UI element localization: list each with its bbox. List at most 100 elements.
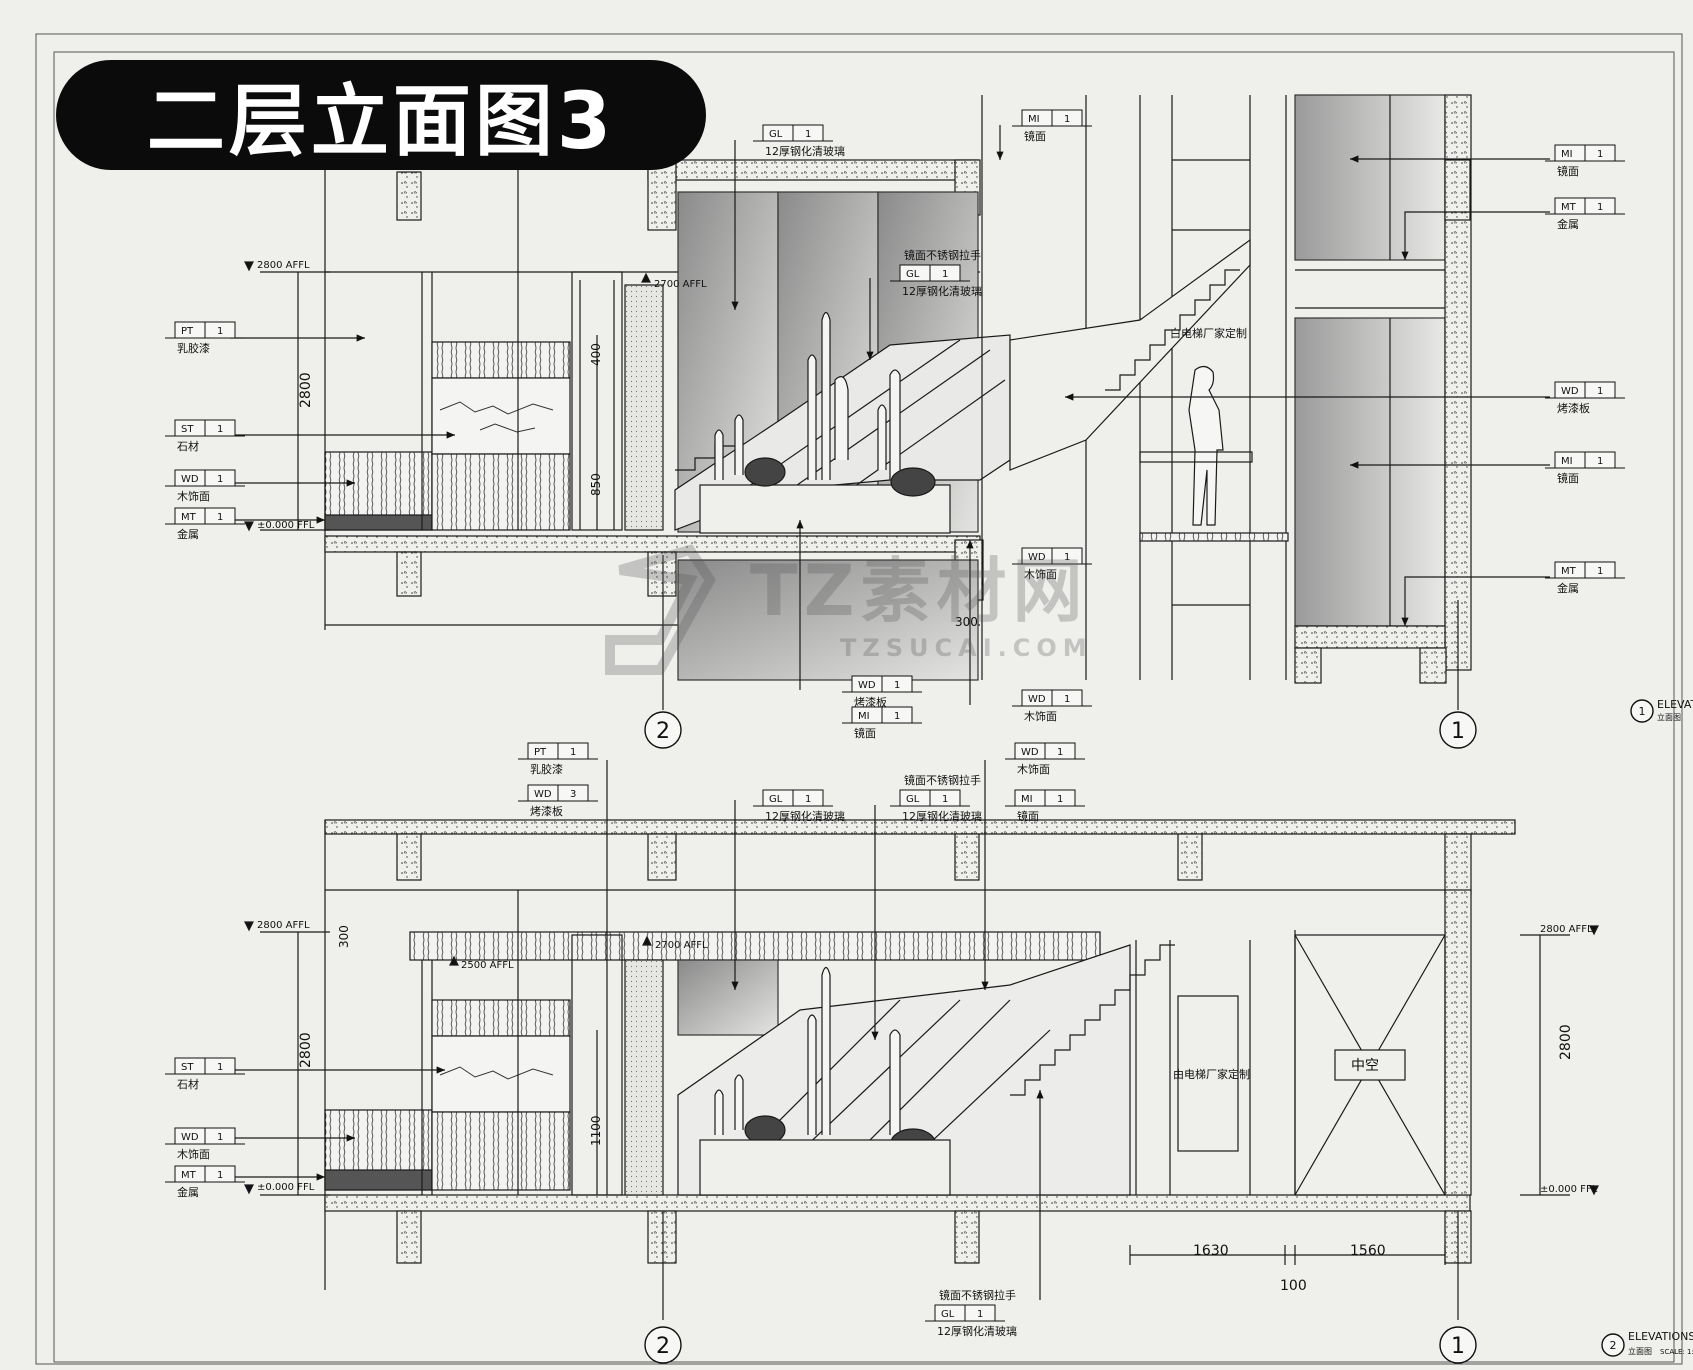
material-tag-code: ST [181, 1062, 194, 1073]
material-tag-num: 1 [894, 711, 900, 722]
material-tag-num: 1 [942, 269, 948, 280]
material-tag-label: 镜面 [1024, 129, 1046, 143]
lower-level-door: 2700 AFFL [655, 940, 708, 951]
material-tag-label: 乳胶漆 [177, 341, 210, 355]
upper-elevator-note: 白电梯厂家定制 [1170, 326, 1247, 340]
material-tag-label: 金属 [177, 1185, 199, 1199]
material-tag-code: WD [858, 680, 876, 691]
material-tag-note: 镜面不锈钢拉手 [904, 248, 981, 262]
grid-bubble-upper-right [1439, 711, 1477, 749]
grid-label-lower-left: 2 [656, 1334, 670, 1359]
lower-dim-1560: 1560 [1350, 1243, 1386, 1259]
material-tag-num: 1 [942, 794, 948, 805]
lower-dim-100: 100 [1280, 1278, 1307, 1294]
material-tag-code: MI [1561, 149, 1573, 160]
material-tag-num: 1 [1057, 747, 1063, 758]
material-tag-num: 1 [805, 794, 811, 805]
material-tag-code: GL [906, 794, 920, 805]
lower-dim-right-height: 2800 [1558, 1024, 1574, 1060]
upper-level-door: 2700 AFFL [654, 279, 707, 290]
upper-level-top: 2800 AFFL [257, 260, 310, 271]
grid-label-upper-left: 2 [656, 719, 670, 744]
material-tag-num: 1 [1064, 694, 1070, 705]
lower-dim-300: 300 [337, 925, 351, 948]
material-tag-num: 1 [1597, 386, 1603, 397]
material-tag: 镜面不锈钢拉手 GL 1 12厚钢化清玻璃 [890, 773, 982, 823]
material-tag-label: 木饰面 [177, 489, 210, 503]
material-tag-num: 3 [570, 789, 576, 800]
grid-label-lower-right: 1 [1451, 1334, 1465, 1359]
lower-elevation [230, 760, 1599, 1320]
material-tag-code: PT [181, 326, 194, 337]
material-tag-code: WD [181, 474, 199, 485]
material-tag-num: 1 [977, 1309, 983, 1320]
caption-bubble-upper [1630, 699, 1654, 723]
material-tag-code: WD [1028, 552, 1046, 563]
material-tag-num: 1 [1597, 149, 1603, 160]
grid-bubble-lower-right [1439, 1326, 1477, 1364]
material-tag-code: ST [181, 424, 194, 435]
material-tag-label: 镜面 [854, 726, 876, 740]
material-tag-num: 1 [217, 326, 223, 337]
material-tag-code: MT [1561, 566, 1577, 577]
lower-level-bottom: ±0.000 FFL [257, 1182, 315, 1193]
material-tag-num: 1 [1064, 552, 1070, 563]
material-tag-num: 1 [1057, 794, 1063, 805]
material-tag-num: 1 [217, 512, 223, 523]
material-tag-num: 1 [217, 1062, 223, 1073]
material-tag-label: 木饰面 [177, 1147, 210, 1161]
material-tag-label: 木饰面 [1024, 567, 1057, 581]
material-tag-num: 1 [1064, 114, 1070, 125]
caption-upper-sub: 立面图 [1657, 712, 1681, 722]
material-tag-code: MI [1028, 114, 1040, 125]
material-tag-label: 镜面 [1557, 164, 1579, 178]
material-tag-label: 12厚钢化清玻璃 [902, 809, 982, 823]
material-tag: WD 1 木饰面 [1012, 547, 1092, 581]
material-tag-label: 烤漆板 [1557, 401, 1590, 415]
material-tag-label: 镜面 [1017, 809, 1039, 823]
material-tag-label: 木饰面 [1024, 709, 1057, 723]
grid-bubble-upper-left [644, 711, 682, 749]
lower-level-right-bottom: ±0.000 FFL [1540, 1184, 1598, 1195]
title-banner: 二层立面图3 [56, 60, 706, 170]
caption-bubble-lower [1601, 1333, 1625, 1357]
grid-bubbles [644, 699, 1654, 1364]
material-tag-num: 1 [1597, 202, 1603, 213]
material-tag-label: 12厚钢化清玻璃 [765, 144, 845, 158]
material-tag-code: MI [1561, 456, 1573, 467]
sheet-frame [35, 33, 1683, 1365]
lower-level-mid: 2500 AFFL [461, 960, 514, 971]
material-tag-code: WD [1021, 747, 1039, 758]
material-tag: PT 1 乳胶漆 [165, 321, 245, 355]
material-tag-code: GL [769, 794, 783, 805]
material-tag-num: 1 [805, 129, 811, 140]
upper-dim-height: 2800 [298, 372, 314, 408]
page-title: 二层立面图3 [146, 77, 616, 167]
caption-lower: ELEVATIONS [1628, 1330, 1693, 1343]
material-tag-num: 1 [894, 680, 900, 691]
material-tag-note: 镜面不锈钢拉手 [904, 773, 981, 787]
caption-num-upper: 1 [1639, 705, 1646, 718]
material-tag-num: 1 [217, 1170, 223, 1181]
material-tag-code: GL [941, 1309, 955, 1320]
grid-label-upper-right: 1 [1451, 719, 1465, 744]
material-tag-label: 烤漆板 [530, 804, 563, 818]
material-tag-label: 乳胶漆 [530, 762, 563, 776]
lower-level-top: 2800 AFFL [257, 920, 310, 931]
